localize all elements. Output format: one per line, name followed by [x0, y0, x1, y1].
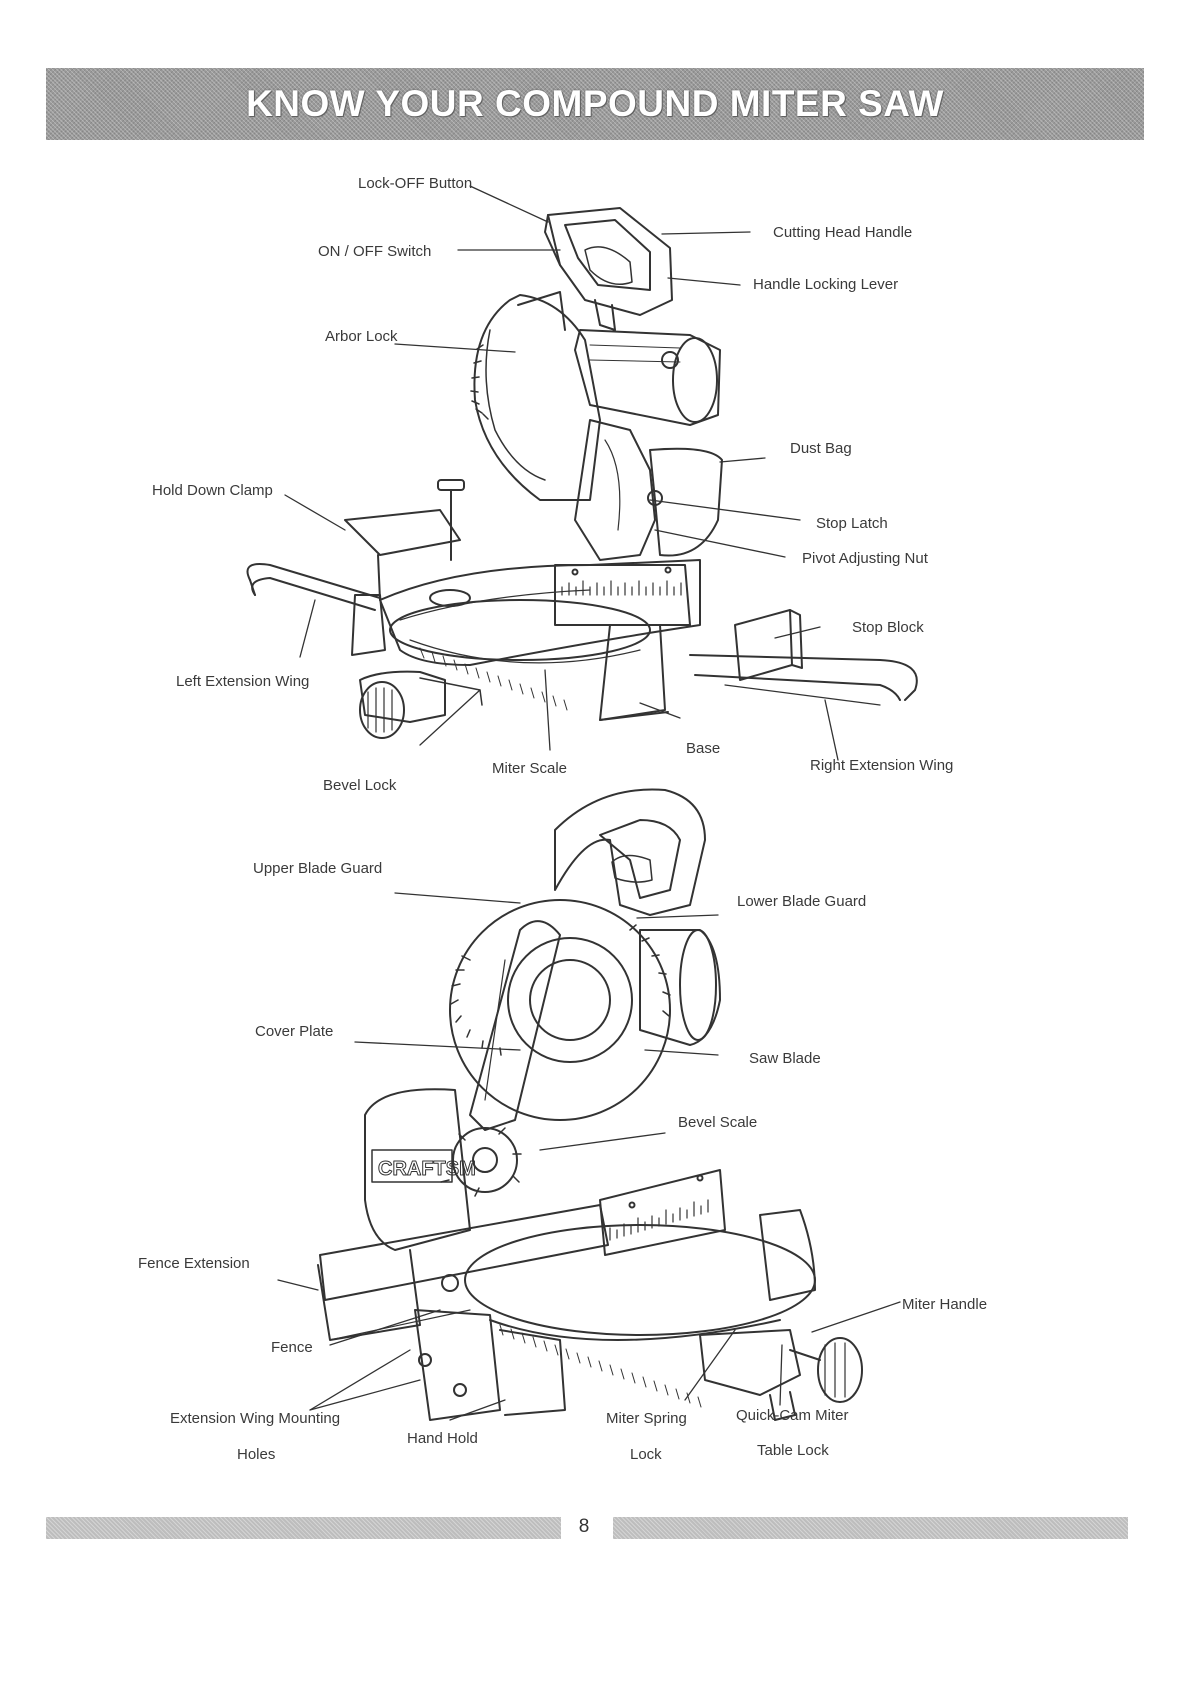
label-lock: Lock [630, 1446, 662, 1463]
label-table-lock: Table Lock [757, 1442, 829, 1459]
leader-lines [277, 185, 901, 1421]
label-saw-blade: Saw Blade [749, 1050, 821, 1067]
footer-band-left [46, 1517, 561, 1539]
saw-bottom-illustration [317, 788, 863, 1421]
label-quick-cam-miter: Quick-Cam Miter [736, 1407, 849, 1424]
label-lower-blade-guard: Lower Blade Guard [737, 893, 867, 910]
page-number: 8 [578, 1516, 590, 1537]
label-fence-extension: Fence Extension [138, 1255, 250, 1272]
label-stop-block: Stop Block [852, 619, 924, 636]
label-lock-off-button: Lock-OFF Button [358, 175, 473, 192]
label-miter-scale: Miter Scale [492, 760, 568, 777]
page-title: KNOW YOUR COMPOUND MITER SAW [246, 83, 944, 124]
label-cover-plate: Cover Plate [255, 1023, 334, 1040]
label-handle-locking-lever: Handle Locking Lever [753, 276, 899, 293]
label-holes: Holes [237, 1446, 276, 1463]
label-base: Base [686, 740, 721, 757]
label-stop-latch: Stop Latch [816, 515, 888, 532]
label-extension-wing-mounting: Extension Wing Mounting [170, 1410, 341, 1427]
label-arbor-lock: Arbor Lock [325, 328, 398, 345]
label-bevel-scale: Bevel Scale [678, 1114, 758, 1131]
label-bevel-lock: Bevel Lock [323, 777, 397, 794]
label-right-extension-wing: Right Extension Wing [810, 757, 954, 774]
label-left-extension-wing: Left Extension Wing [176, 673, 310, 690]
header-bar: KNOW YOUR COMPOUND MITER SAW [46, 68, 1144, 140]
label-hold-down-clamp: Hold Down Clamp [152, 482, 273, 499]
label-hand-hold: Hand Hold [407, 1430, 478, 1447]
label-upper-blade-guard: Upper Blade Guard [253, 860, 383, 877]
saw-top-illustration [246, 207, 918, 739]
label-on-off-switch: ON / OFF Switch [318, 243, 432, 260]
label-miter-handle: Miter Handle [902, 1296, 988, 1313]
brand-logo-text: CRAFTSM [378, 1158, 476, 1180]
label-dust-bag: Dust Bag [790, 440, 852, 457]
footer-band-right [613, 1517, 1128, 1539]
label-cutting-head-handle: Cutting Head Handle [773, 224, 913, 241]
label-pivot-adjusting-nut: Pivot Adjusting Nut [802, 550, 928, 567]
label-miter-spring: Miter Spring [606, 1410, 687, 1427]
label-fence: Fence [271, 1339, 313, 1356]
